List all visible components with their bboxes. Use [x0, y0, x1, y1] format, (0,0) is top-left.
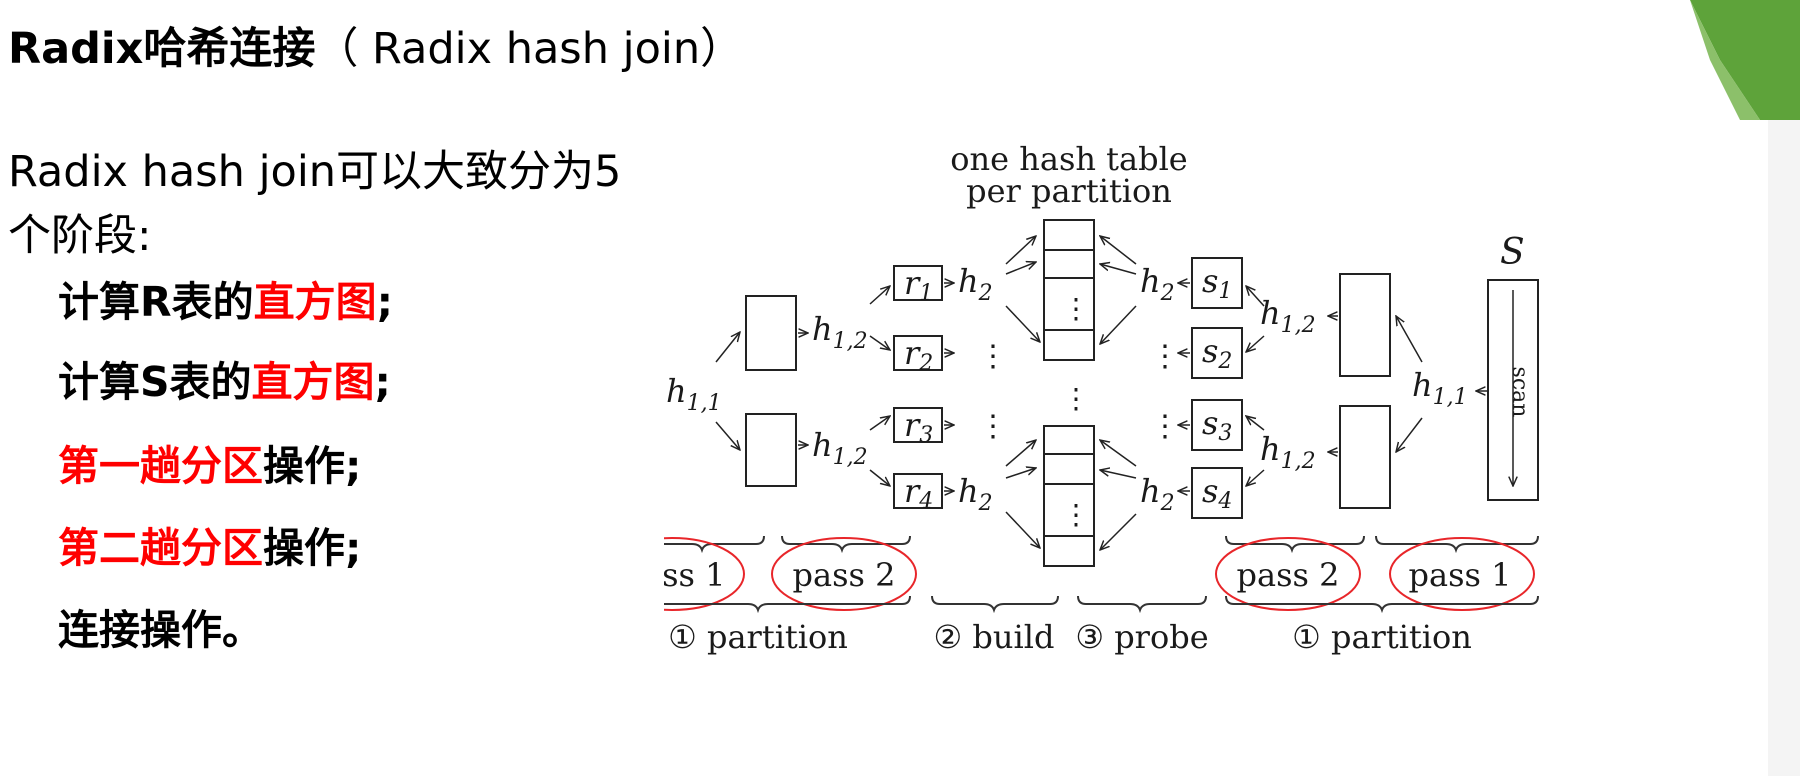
- stage-1: 计算R表的直方图;: [58, 268, 393, 328]
- pass1-left-label: pass 1: [664, 556, 725, 594]
- stage-3: 第一趟分区操作;: [58, 432, 361, 492]
- stage-4-suffix: 操作;: [263, 524, 362, 572]
- partition-s4-box: [1191, 467, 1243, 519]
- radix-join-diagram: one hash table per partition R scan h1,1…: [664, 140, 1539, 656]
- pass1-bucket-top: [745, 295, 797, 371]
- stage-3-suffix: 操作;: [263, 442, 362, 490]
- stage-1-suffix: ;: [376, 278, 393, 326]
- h2-right-bottom-label: h2: [1140, 472, 1175, 516]
- svg-text:⋮: ⋮: [978, 409, 1008, 444]
- stage-3-highlight: 第一趟分区: [58, 442, 263, 490]
- stage-2: 计算S表的直方图;: [58, 348, 391, 408]
- h12-right-bottom-label: h1,2: [1260, 430, 1316, 474]
- pass2-left-label: pass 2: [793, 556, 896, 594]
- partition-r2-box: [893, 335, 943, 371]
- stage-5: 连接操作。: [58, 596, 263, 656]
- r4-label: r4: [904, 472, 933, 514]
- phase-build: ② build: [934, 618, 1055, 656]
- header-line-2: per partition: [966, 172, 1172, 210]
- intro-text: Radix hash join可以大致分为5个阶段:: [8, 147, 622, 261]
- svg-text:⋮: ⋮: [1062, 292, 1090, 325]
- hash-table-bottom: [1043, 425, 1095, 567]
- s2-label: s2: [1202, 332, 1232, 374]
- s3-label: s3: [1202, 404, 1232, 446]
- stage-4-highlight: 第二趟分区: [58, 524, 263, 572]
- h2-left-top-label: h2: [958, 262, 993, 306]
- s1-label: s1: [1202, 262, 1232, 304]
- pass1-right-label: pass 1: [1409, 556, 1512, 594]
- r2-label: r2: [904, 334, 933, 376]
- svg-text:⋮: ⋮: [1150, 339, 1180, 374]
- h12-left-top-label: h1,2: [812, 310, 868, 354]
- header-line-1: one hash table: [950, 140, 1187, 178]
- pass2-left-ellipse: [771, 537, 917, 611]
- h11-left-label: h1,1: [666, 372, 722, 416]
- h2-right-top-label: h2: [1140, 262, 1175, 306]
- pass1-left-ellipse: [664, 537, 745, 611]
- stage-4: 第二趟分区操作;: [58, 514, 361, 574]
- h11-right-label: h1,1: [1412, 366, 1468, 410]
- r1-label: r1: [904, 264, 933, 306]
- partition-s1-box: [1191, 257, 1243, 309]
- partition-s3-box: [1191, 399, 1243, 451]
- phase-partition-left: ① partition: [668, 618, 848, 656]
- title-english: （ Radix hash join）: [315, 24, 744, 74]
- title-chinese: Radix哈希连接: [8, 24, 316, 74]
- pass1-bucket-bottom: [745, 413, 797, 487]
- stage-2-suffix: ;: [374, 358, 391, 406]
- pass2-right-ellipse: [1215, 537, 1361, 611]
- slide-title: Radix哈希连接（ Radix hash join）: [8, 14, 743, 76]
- hash-table-top: [1043, 219, 1095, 361]
- svg-text:⋮: ⋮: [1062, 498, 1090, 531]
- stage-5-suffix: 连接操作。: [58, 606, 263, 654]
- scan-s-label: scan: [1507, 367, 1532, 418]
- stage-2-highlight: 直方图: [251, 358, 375, 406]
- relation-s-label: S: [1500, 232, 1525, 273]
- relation-s-box: [1487, 279, 1539, 501]
- phase-partition-right: ① partition: [1292, 618, 1472, 656]
- stage-1-highlight: 直方图: [253, 278, 377, 326]
- partition-r3-box: [893, 407, 943, 443]
- h2-left-bottom-label: h2: [958, 472, 993, 516]
- svg-text:⋮: ⋮: [1062, 382, 1090, 415]
- partition-s2-box: [1191, 327, 1243, 379]
- partition-r4-box: [893, 473, 943, 509]
- svg-text:⋮: ⋮: [978, 339, 1008, 374]
- h12-right-top-label: h1,2: [1260, 294, 1316, 338]
- pass1-right-ellipse: [1389, 537, 1535, 611]
- pass2-right-label: pass 2: [1237, 556, 1340, 594]
- s4-label: s4: [1202, 472, 1232, 514]
- stage-2-prefix: 计算S表的: [58, 358, 252, 406]
- r3-label: r3: [904, 406, 933, 448]
- partition-r1-box: [893, 265, 943, 301]
- svg-text:⋮: ⋮: [1150, 409, 1180, 444]
- phase-probe: ③ probe: [1075, 618, 1208, 656]
- pass1-bucket-right-bottom: [1339, 405, 1391, 509]
- pass1-bucket-right-top: [1339, 273, 1391, 377]
- h12-left-bottom-label: h1,2: [812, 426, 868, 470]
- stage-1-prefix: 计算R表的: [58, 278, 254, 326]
- decorative-corner-shape: [1690, 0, 1800, 776]
